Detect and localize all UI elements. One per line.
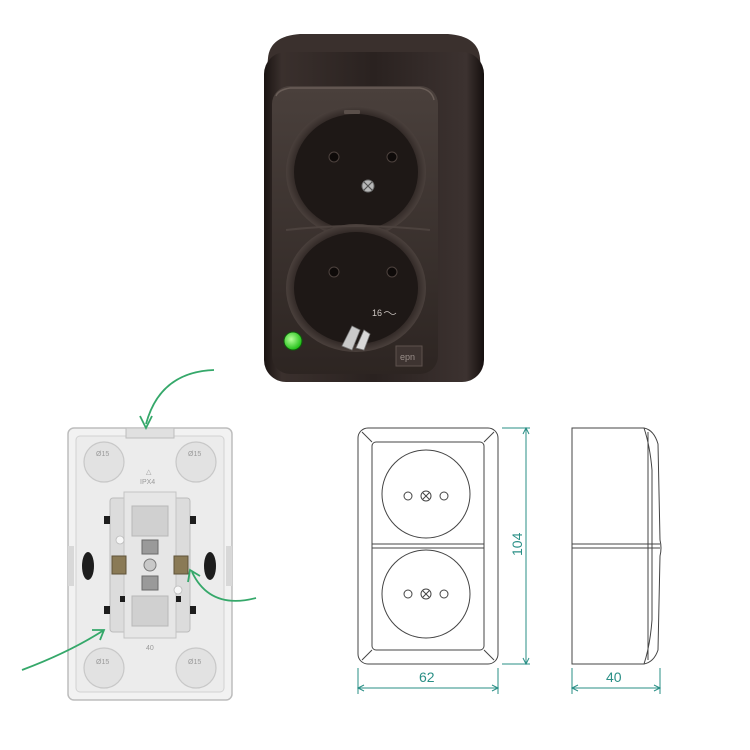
knockout-top-right [175,441,217,483]
back-view-drawing: Ø15 Ø15 Ø15 Ø15 △ IPX4 [21,369,257,701]
front-outline [357,427,499,665]
knockout-label: Ø15 [96,451,109,458]
rating-marking: 16 [372,308,382,318]
arrow-top-icon [145,369,215,425]
knockout-top-left [83,441,125,483]
socket-photo: 16 epn [264,34,484,382]
arrow-right-icon [191,571,257,602]
depth-dimension-label: 40 [606,669,622,685]
central-mechanism [104,491,196,639]
bottom-label: 40 [146,645,154,652]
mounting-slot-right [204,552,216,580]
lower-socket-outlet: 16 [286,224,426,352]
front-view-drawing [357,427,499,665]
logo-badge [395,345,423,367]
front-upper-socket [381,449,471,539]
knockout-bottom-left [83,647,125,689]
earth-contact [341,325,361,351]
knockout-label: Ø15 [188,659,201,666]
pin-hole-right [386,151,398,163]
arrow-bottom-icon [21,629,105,671]
side-outline [571,427,662,665]
front-lower-socket [381,549,471,639]
pin-hole-left [328,266,340,278]
knockout-label: Ø15 [188,451,201,458]
indicator-led [283,331,303,351]
marking-ip: IPX4 [140,479,155,486]
knockout-bottom-right [175,647,217,689]
mounting-slot-left [82,552,94,580]
upper-socket-outlet [286,106,426,238]
pin-hole-right [386,266,398,278]
width-dimension-label: 62 [419,669,435,685]
height-dimension-label: 104 [509,532,525,556]
logo-text: epn [400,352,415,362]
side-dimensions [570,668,662,694]
knockout-label: Ø15 [96,659,109,666]
side-view-drawing [571,427,662,665]
pin-hole-left [328,151,340,163]
marking-symbol: △ [146,469,152,476]
front-dimensions [356,426,530,694]
